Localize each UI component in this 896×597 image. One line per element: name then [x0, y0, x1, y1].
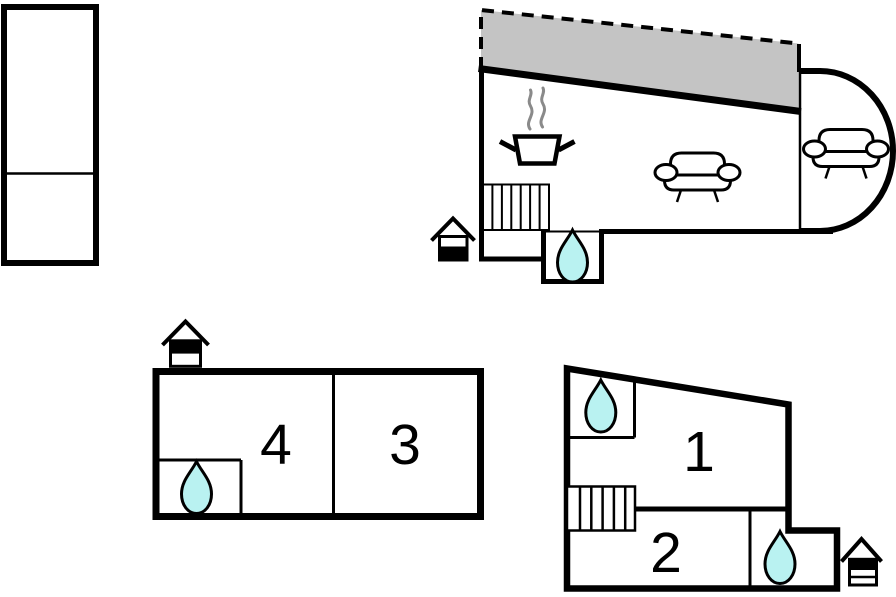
- pot-handle-left: [498, 139, 518, 153]
- entrance-house-icon: [161, 318, 210, 368]
- entrance-house-door: [849, 559, 877, 570]
- steam-icon: [527, 86, 546, 131]
- lower-right-floor-plan: 1 2: [563, 364, 883, 592]
- water-drop-icon: [556, 228, 589, 284]
- stove-pot-icon: [512, 134, 563, 166]
- sofa-icon: [802, 128, 890, 180]
- entrance-house-roof: [840, 535, 883, 563]
- lower-left-floor-plan: 4 3: [152, 318, 484, 520]
- room-2-label: 2: [650, 521, 682, 585]
- sofa-icon: [653, 151, 742, 204]
- top-sloped-wall: [478, 65, 802, 115]
- room-3-label: 3: [389, 413, 421, 477]
- building-elevation: [1, 4, 99, 266]
- entrance-house-door: [439, 246, 467, 260]
- entrance-house-roof: [430, 215, 476, 242]
- stairs-icon: [482, 183, 550, 231]
- terrace-area: [481, 10, 799, 112]
- bathroom-upper: [541, 228, 604, 284]
- entrance-house-icon: [430, 215, 476, 262]
- kitchen-area: [498, 86, 576, 166]
- bay-window-wall: [800, 68, 896, 234]
- building-outline: [1, 4, 99, 266]
- upper-floor-plan: [430, 7, 896, 284]
- room-1-label: 1: [683, 420, 715, 484]
- entrance-house-roof: [161, 318, 210, 347]
- stair-steps: [491, 184, 541, 230]
- entrance-house-door: [170, 340, 201, 354]
- stairs-icon: [565, 485, 637, 532]
- pot-handle-right: [557, 139, 576, 153]
- room-4-label: 4: [260, 413, 292, 477]
- entrance-house-icon: [840, 535, 883, 587]
- terrace-dashed-border: [479, 7, 799, 69]
- stairs-outline: [482, 183, 550, 231]
- stair-steps: [578, 486, 627, 531]
